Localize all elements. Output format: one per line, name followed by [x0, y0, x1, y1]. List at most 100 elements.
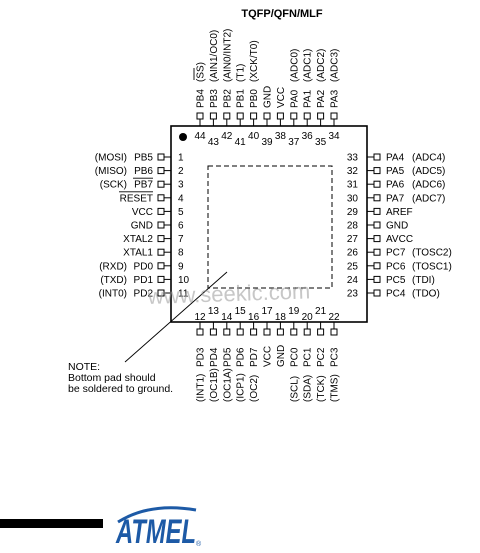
pin-number: 14: [221, 312, 233, 323]
pin-name: PC2: [316, 347, 327, 367]
pin-name: PC6: [386, 261, 406, 272]
pin-name: PC0: [289, 347, 300, 367]
pin-alt-function: (T1): [236, 64, 247, 82]
pin-number: 39: [261, 137, 273, 148]
pin-number: 17: [261, 306, 273, 317]
pin-name: GND: [131, 221, 153, 232]
pin-number: 40: [248, 131, 260, 142]
pin-pad: [317, 328, 325, 336]
pin-name: PD5: [222, 347, 233, 367]
pin-alt-function: (SCK): [100, 180, 127, 191]
pin-name: VCC: [263, 346, 274, 367]
atmel-logo: ATMEL ®: [115, 506, 202, 551]
pin-name: PC7: [386, 248, 406, 259]
pin-number: 35: [315, 137, 327, 148]
pin-pad: [373, 289, 381, 297]
pin-alt-function: (OC1A): [222, 368, 233, 402]
pin-alt-function: (ADC4): [412, 153, 445, 164]
pin-number: 22: [328, 312, 340, 323]
pin-name: PA2: [316, 89, 327, 108]
pin-pad: [373, 194, 381, 202]
pin-pad: [196, 328, 204, 336]
pin-number: 4: [178, 193, 184, 204]
pin-name: PD0: [134, 261, 154, 272]
note-line-3: be soldered to ground.: [68, 383, 173, 395]
pin-pad: [236, 112, 244, 120]
pin-pad: [290, 328, 298, 336]
pin-pad: [373, 275, 381, 283]
pin-pad: [157, 221, 165, 229]
pin-alt-function: (MISO): [95, 166, 127, 177]
pin-pad: [157, 180, 165, 188]
pin-number: 38: [275, 131, 287, 142]
pin-number: 7: [178, 234, 184, 245]
pin-pad: [157, 167, 165, 175]
logo-registered-mark: ®: [196, 540, 202, 548]
pin-alt-function: (ADC2): [316, 49, 327, 82]
pin-number: 19: [288, 306, 300, 317]
pin-name: PB4: [196, 89, 207, 108]
pin-name: PB5: [134, 153, 153, 164]
pin-name: PC5: [386, 275, 406, 286]
pin-pad: [373, 248, 381, 256]
pin-name: PD1: [134, 275, 154, 286]
pin-pad: [236, 328, 244, 336]
pin-number: 42: [221, 131, 233, 142]
pin-number: 31: [347, 180, 359, 191]
note-leader-line: [124, 271, 228, 363]
pin-number: 12: [194, 312, 206, 323]
pin-number: 26: [347, 248, 359, 259]
pin-pad: [157, 289, 165, 297]
pin-pad: [196, 112, 204, 120]
pin-alt-function: (TCK): [316, 375, 327, 402]
pin-pad: [157, 248, 165, 256]
pin-name: PC4: [386, 289, 406, 300]
pin-pad: [303, 328, 311, 336]
pin-alt-function: (XCK/T0): [249, 40, 260, 82]
pin-alt-function: (ADC7): [412, 193, 445, 204]
top-pins: 44PB4(SS)43PB3(AIN1/OC0)42PB2(AIN0/INT2)…: [193, 29, 341, 148]
pin-alt-function: (TOSC2): [412, 248, 452, 259]
pin-number: 43: [208, 137, 220, 148]
pin-alt-function: (ICP1): [236, 373, 247, 402]
pin-name: PC1: [303, 347, 314, 367]
pin-alt-function: (SS): [196, 62, 207, 82]
pin-pad: [250, 112, 258, 120]
pin-pad: [157, 262, 165, 270]
pin-pad: [263, 328, 271, 336]
pin-name: PD2: [134, 289, 154, 300]
exposed-pad: [207, 165, 333, 289]
pin-name: AREF: [386, 207, 413, 218]
pin-alt-function: (TXD): [100, 275, 127, 286]
pin-name: GND: [263, 86, 274, 108]
pin-number: 23: [347, 289, 359, 300]
pin-name: PA5: [386, 166, 405, 177]
pin-pad: [223, 112, 231, 120]
pin-pad: [157, 235, 165, 243]
pin-number: 6: [178, 221, 184, 232]
pin-number: 33: [347, 153, 359, 164]
pin-number: 8: [178, 248, 184, 259]
pin-pad: [157, 153, 165, 161]
pin-alt-function: (TOSC1): [412, 261, 452, 272]
pin-number: 41: [235, 137, 247, 148]
pin-pad: [317, 112, 325, 120]
pin-name: PD4: [209, 347, 220, 367]
pin-name: PA6: [386, 180, 405, 191]
pin-number: 2: [178, 166, 184, 177]
pin-name: PB0: [249, 89, 260, 108]
pin-number: 18: [275, 312, 287, 323]
pin-pad: [330, 112, 338, 120]
pin-alt-function: (OC1B): [209, 368, 220, 402]
pin-name: VCC: [276, 87, 287, 108]
pin-number: 16: [248, 312, 260, 323]
pin-name: PA7: [386, 193, 405, 204]
pin-number: 1: [178, 153, 184, 164]
pin-number: 20: [302, 312, 314, 323]
pin-alt-function: (ADC5): [412, 166, 445, 177]
pin-alt-function: (SCL): [289, 376, 300, 402]
pin-name: PA4: [386, 153, 405, 164]
pin-name: PB2: [222, 89, 233, 108]
note-line-2: Bottom pad should: [68, 372, 156, 384]
